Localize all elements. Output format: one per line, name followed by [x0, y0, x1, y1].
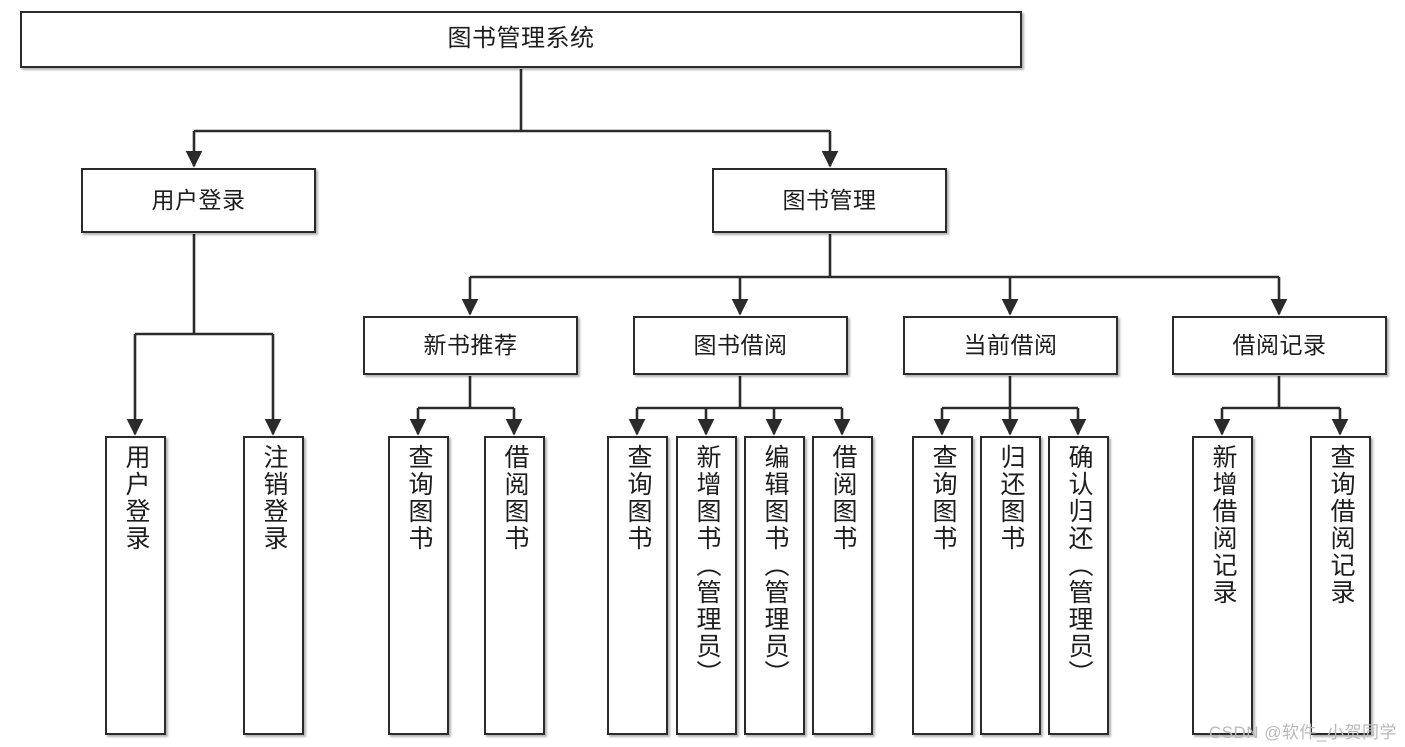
node-label: 借阅记录: [1232, 331, 1327, 358]
leaf-user-login[interactable]: 用户登录: [105, 436, 166, 735]
leaf-edit-book-admin[interactable]: 编辑图书（管理员）: [744, 436, 805, 735]
node-label: 图书借阅: [693, 331, 788, 358]
node-book-management[interactable]: 图书管理: [712, 168, 947, 233]
node-label: 借阅图书: [829, 444, 857, 552]
leaf-query-book-current[interactable]: 查询图书: [912, 436, 973, 735]
leaf-confirm-return-admin[interactable]: 确认归还（管理员）: [1048, 436, 1109, 735]
node-label: 新书推荐: [423, 331, 518, 358]
node-label: 查询借阅记录: [1327, 444, 1355, 606]
node-borrow-record[interactable]: 借阅记录: [1172, 316, 1387, 375]
node-label: 新增图书（管理员）: [693, 444, 721, 687]
node-label: 查询图书: [405, 444, 433, 552]
node-label: 图书管理: [782, 186, 877, 213]
node-label: 当前借阅: [963, 331, 1058, 358]
node-label: 查询图书: [929, 444, 957, 552]
node-label: 用户登录: [122, 444, 150, 552]
node-current-borrow[interactable]: 当前借阅: [903, 316, 1118, 375]
leaf-query-book-borrow[interactable]: 查询图书: [607, 436, 668, 735]
node-label: 图书管理系统: [447, 25, 595, 53]
leaf-add-borrow-record[interactable]: 新增借阅记录: [1192, 436, 1253, 735]
node-label: 用户登录: [151, 186, 246, 213]
node-label: 归还图书: [997, 444, 1025, 552]
node-user-login[interactable]: 用户登录: [81, 168, 316, 233]
leaf-return-book[interactable]: 归还图书: [980, 436, 1041, 735]
leaf-borrow-book[interactable]: 借阅图书: [812, 436, 873, 735]
leaf-add-book-admin[interactable]: 新增图书（管理员）: [676, 436, 737, 735]
node-root-system[interactable]: 图书管理系统: [20, 11, 1022, 68]
node-label: 新增借阅记录: [1209, 444, 1237, 606]
node-new-book-recommend[interactable]: 新书推荐: [363, 316, 578, 375]
leaf-borrow-book-recommend[interactable]: 借阅图书: [484, 436, 545, 735]
node-label: 查询图书: [624, 444, 652, 552]
node-label: 借阅图书: [501, 444, 529, 552]
node-label: 编辑图书（管理员）: [761, 444, 789, 687]
watermark: CSDN @软件_小贺同学: [1208, 723, 1397, 742]
leaf-logout-login[interactable]: 注销登录: [243, 436, 304, 735]
node-label: 注销登录: [260, 444, 288, 552]
node-label: 确认归还（管理员）: [1065, 444, 1093, 687]
leaf-query-borrow-record[interactable]: 查询借阅记录: [1310, 436, 1371, 735]
leaf-query-book-recommend[interactable]: 查询图书: [388, 436, 449, 735]
node-book-borrow[interactable]: 图书借阅: [633, 316, 848, 375]
